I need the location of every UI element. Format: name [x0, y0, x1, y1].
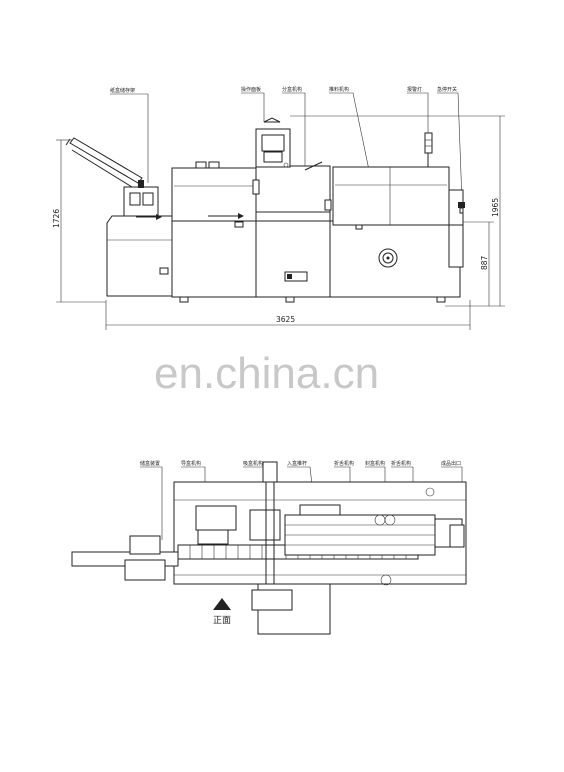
alarm-lamp	[424, 132, 433, 167]
callout-carton-magazine: 纸盒储存架	[110, 87, 135, 94]
leader-line	[282, 92, 306, 172]
carton-magazine	[65, 137, 159, 217]
dim-working-height: 887	[480, 255, 489, 270]
dim-left-height: 1726	[52, 209, 61, 228]
callout-carton-suction: 吸盒机构	[243, 460, 263, 467]
dim-total-height: 1965	[491, 198, 500, 217]
callout-closing-unit: 封盒机构	[365, 460, 385, 467]
callout-tuck-folder: 折舌机构	[391, 460, 411, 467]
leader-line	[110, 93, 149, 183]
front-elevation: 纸盒储存架 操作面板 分盒机构 推料机构 报警灯 急停开关	[52, 86, 505, 330]
top-view: 储盒装置 导盒机构 吸盒机构 入盒推杆 折舌机构 封盒机构 折舌机构 成品出口	[71, 460, 467, 635]
watermark-text: en.china.cn	[154, 349, 379, 398]
dimension-lines: 1726 1965 887 3625	[52, 115, 505, 330]
machine-body	[106, 161, 464, 303]
leader-line	[241, 92, 265, 122]
callout-flap-folder: 折舌机构	[334, 460, 354, 467]
control-panel	[255, 117, 291, 168]
front-direction-arrow-icon	[213, 598, 231, 610]
leader-line	[407, 92, 429, 134]
callout-carton-separator: 分盒机构	[282, 86, 302, 93]
leader-line	[437, 92, 463, 203]
callout-alarm-lamp: 报警灯	[407, 86, 422, 93]
emergency-stop	[458, 202, 465, 214]
front-direction-label: 正面	[213, 615, 231, 626]
callout-carton-store: 储盒装置	[140, 460, 160, 467]
dim-total-length: 3625	[276, 315, 295, 324]
drive-wheel	[378, 248, 398, 268]
callout-insert-pusher: 入盒推杆	[287, 460, 307, 467]
callout-control-panel: 操作面板	[241, 86, 261, 93]
callout-carton-guide: 导盒机构	[181, 460, 201, 467]
callout-emergency-stop: 急停开关	[437, 86, 457, 93]
callout-outlet: 成品出口	[441, 460, 461, 467]
callout-pusher: 推料机构	[329, 86, 349, 93]
